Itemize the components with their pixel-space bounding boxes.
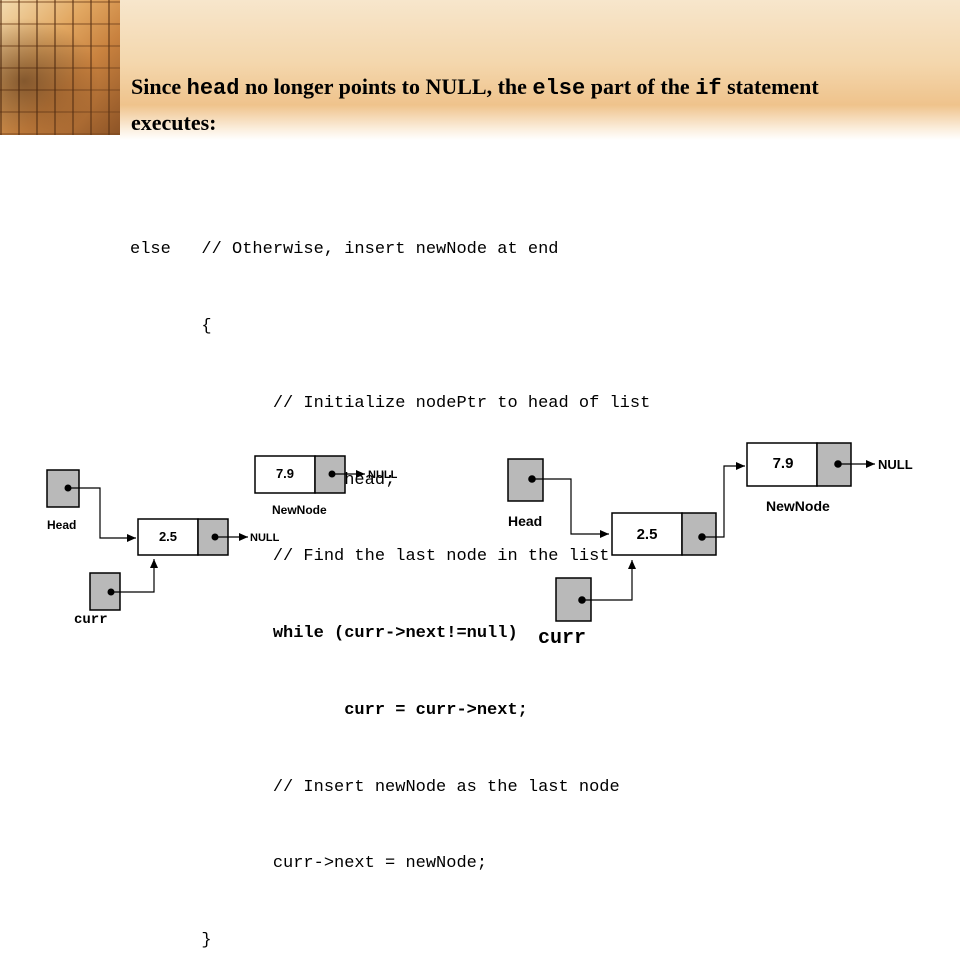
left-node-data-cell [137, 518, 199, 556]
left-null-label-2: NULL [368, 469, 398, 481]
title-code-if: if [695, 76, 722, 101]
linked-list-diagrams: Head 2.5 NULL 7.9 NULL NewNode curr Head [46, 442, 913, 650]
code-line: // Insert newNode as the last node [130, 777, 620, 797]
slide-title: Since head no longer points to NULL, the… [131, 70, 960, 140]
right-node-data-cell [611, 512, 683, 556]
code-line: } [130, 931, 212, 951]
right-head-arrow [532, 478, 609, 538]
header-photo [0, 0, 120, 135]
left-node-value: 2.5 [159, 529, 177, 544]
code-line: curr->next = newNode; [130, 854, 488, 874]
title-text: Since [131, 74, 187, 99]
title-text: part of the [585, 74, 696, 99]
left-newnode-label: NewNode [272, 503, 327, 517]
right-head-label: Head [508, 513, 542, 529]
code-line: else // Otherwise, insert newNode at end [130, 240, 559, 260]
left-newnode-data-cell [254, 455, 316, 494]
title-line2: executes: [131, 110, 217, 135]
title-text: no longer points to NULL, the [239, 74, 533, 99]
left-newnode-value: 7.9 [276, 466, 294, 481]
right-node-to-newnode-arrow [702, 462, 745, 538]
right-newnode-value: 7.9 [773, 455, 794, 472]
code-line: // Initialize nodePtr to head of list [130, 393, 651, 413]
code-line: { [130, 316, 212, 336]
left-diagram: Head 2.5 NULL 7.9 NULL NewNode curr [46, 455, 398, 628]
left-head-label: Head [47, 518, 76, 532]
right-newnode-label: NewNode [766, 498, 830, 514]
right-head-pointer-box [507, 458, 544, 502]
right-node-value: 2.5 [637, 526, 658, 543]
left-curr-label: curr [74, 612, 108, 628]
code-line-while: while (curr->next!=null) [130, 624, 518, 644]
right-curr-arrow [582, 560, 636, 601]
right-node-next-cell [681, 512, 717, 556]
left-head-arrow [68, 487, 136, 542]
right-null-label: NULL [878, 457, 913, 472]
right-curr-label: curr [538, 627, 586, 650]
code-line-advance: curr = curr->next; [130, 700, 528, 720]
left-curr-arrow [111, 559, 158, 593]
title-code-else: else [532, 76, 586, 101]
right-diagram: Head 2.5 7.9 NULL NewNode curr [507, 442, 913, 650]
title-code-head: head [186, 76, 240, 101]
left-null-label-1: NULL [250, 532, 280, 544]
title-band [120, 0, 960, 140]
code-line: // Find the last node in the list [130, 547, 610, 567]
title-text: statement [721, 74, 819, 99]
